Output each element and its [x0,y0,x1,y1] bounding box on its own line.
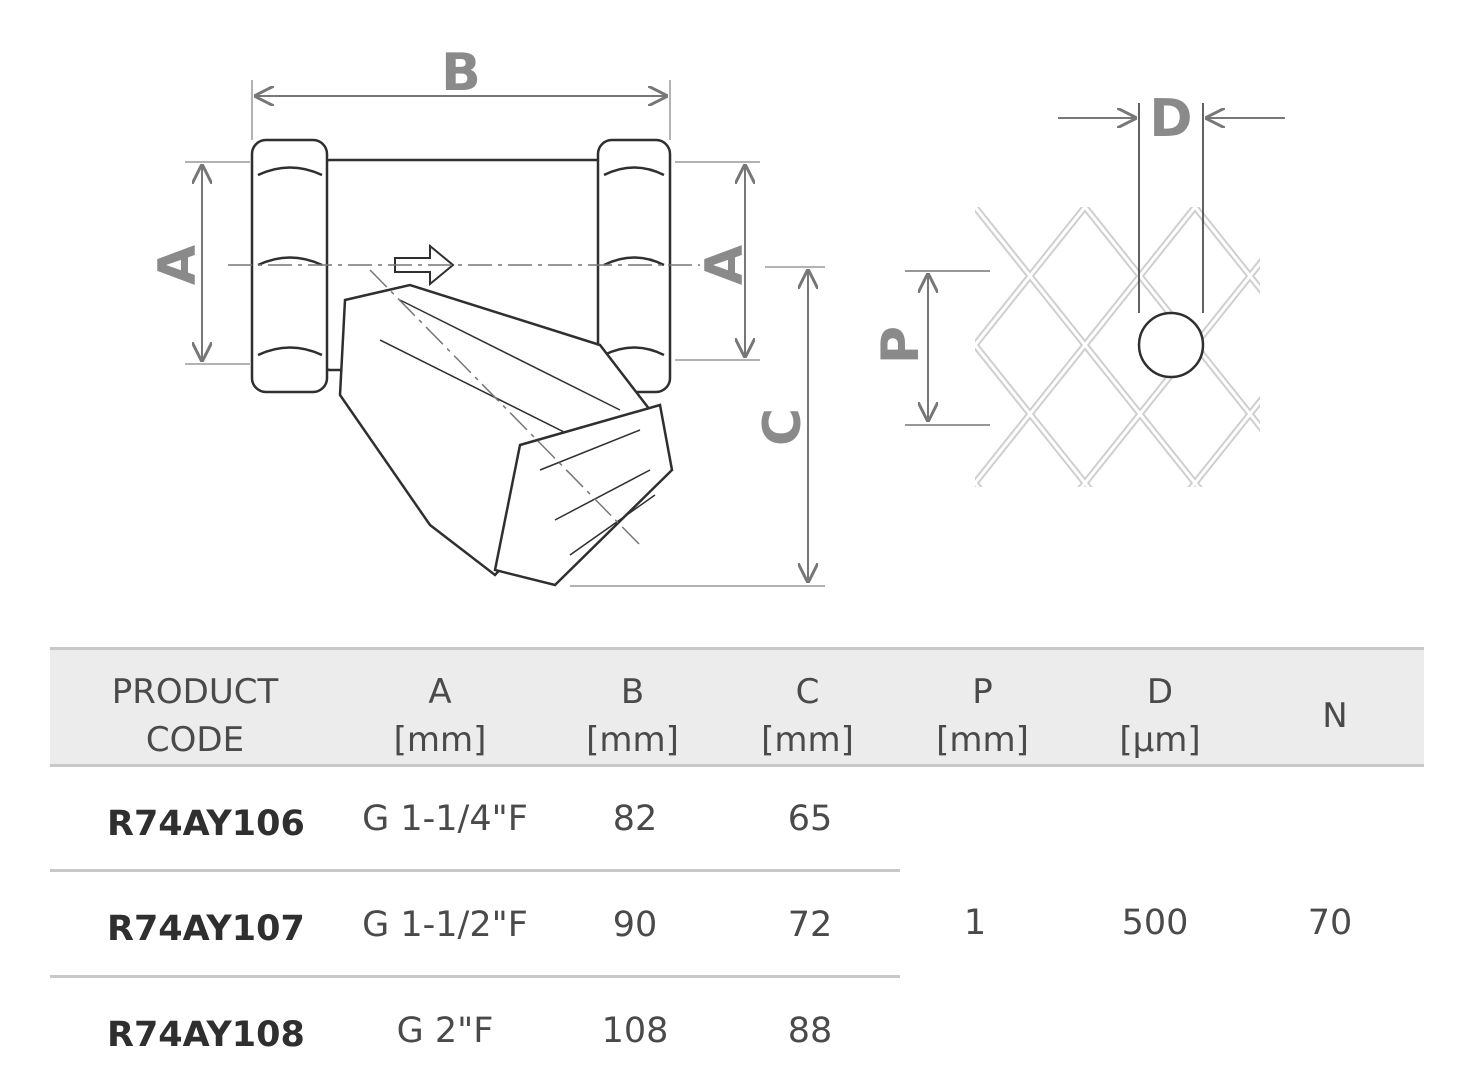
header-n: N [1322,696,1348,736]
technical-drawing: B A A C D P [148,43,1285,587]
dim-label-d: D [1149,89,1192,149]
shared-d: 500 [1121,903,1189,943]
dim-label-a-left: A [148,245,208,285]
row1-a: G 1-1/4"F [362,799,528,839]
shared-n: 70 [1307,903,1353,943]
dim-label-c: C [753,408,813,446]
dim-label-p: P [871,326,931,364]
header-a: A [mm] [393,672,487,760]
mesh-hole-icon [1137,311,1205,379]
row-divider [50,869,900,872]
dim-label-a-right: A [695,245,755,285]
row1-code: R74AY106 [107,804,305,844]
row2-code: R74AY107 [107,909,305,949]
mesh-detail [975,207,1260,487]
strainer-body [250,138,674,587]
flow-arrow-icon [394,243,455,287]
row1-c: 65 [787,799,833,839]
row-divider [50,975,900,978]
row3-code: R74AY108 [107,1015,305,1055]
row1-b: 82 [612,799,658,839]
header-c: C [mm] [761,672,854,760]
row2-a: G 1-1/2"F [362,905,528,945]
header-product-code: PRODUCT CODE [111,672,279,760]
row2-c: 72 [787,905,833,945]
row3-a: G 2"F [396,1011,494,1051]
header-b: B [mm] [586,672,679,760]
row2-b: 90 [612,905,658,945]
spec-table: PRODUCT CODE A [mm] B [mm] C [mm] P [mm]… [50,647,1424,1075]
dim-label-b: B [441,43,481,103]
row3-c: 88 [787,1011,833,1051]
header-d: D [µm] [1119,672,1201,760]
table-header: PRODUCT CODE A [mm] B [mm] C [mm] P [mm]… [50,647,1424,767]
row3-b: 108 [601,1011,669,1051]
shared-p: 1 [963,903,987,943]
header-p: P [mm] [936,672,1029,760]
